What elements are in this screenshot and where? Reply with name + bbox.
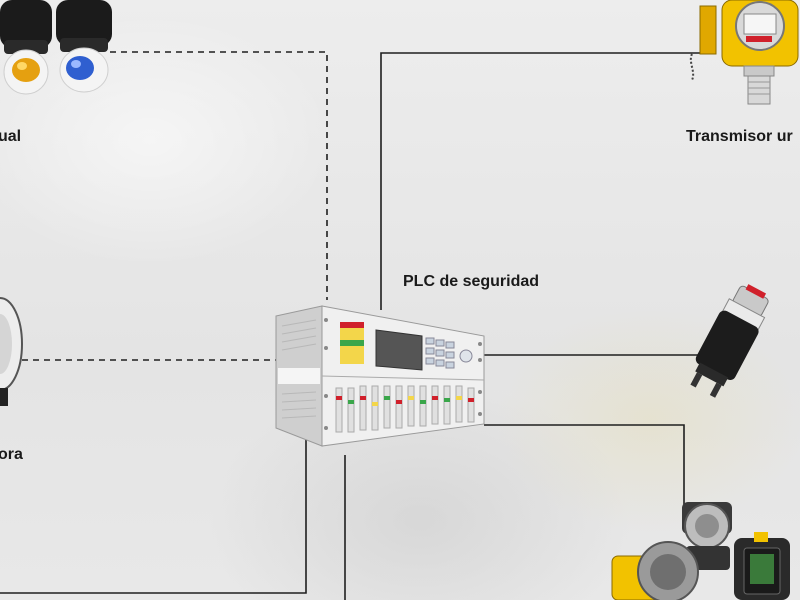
gas-detectors-group bbox=[611, 502, 790, 600]
gas-transmitter bbox=[689, 0, 799, 105]
dashed-link-visual-alarm bbox=[110, 51, 328, 300]
plc-label: PLC de seguridad bbox=[403, 273, 540, 290]
safety-plc-rack bbox=[275, 305, 485, 447]
link-transmitter bbox=[380, 52, 700, 310]
link-detectors bbox=[484, 424, 685, 510]
link-bottom-left bbox=[0, 440, 307, 594]
sounder-device bbox=[0, 297, 23, 406]
sounder-label: ora bbox=[0, 446, 23, 463]
gas-sensor-probe bbox=[690, 284, 769, 398]
transmitter-label: Transmisor ur bbox=[686, 128, 793, 145]
visual-alarm-label: ual bbox=[0, 128, 22, 145]
visual-alarm-beacons bbox=[0, 0, 112, 95]
